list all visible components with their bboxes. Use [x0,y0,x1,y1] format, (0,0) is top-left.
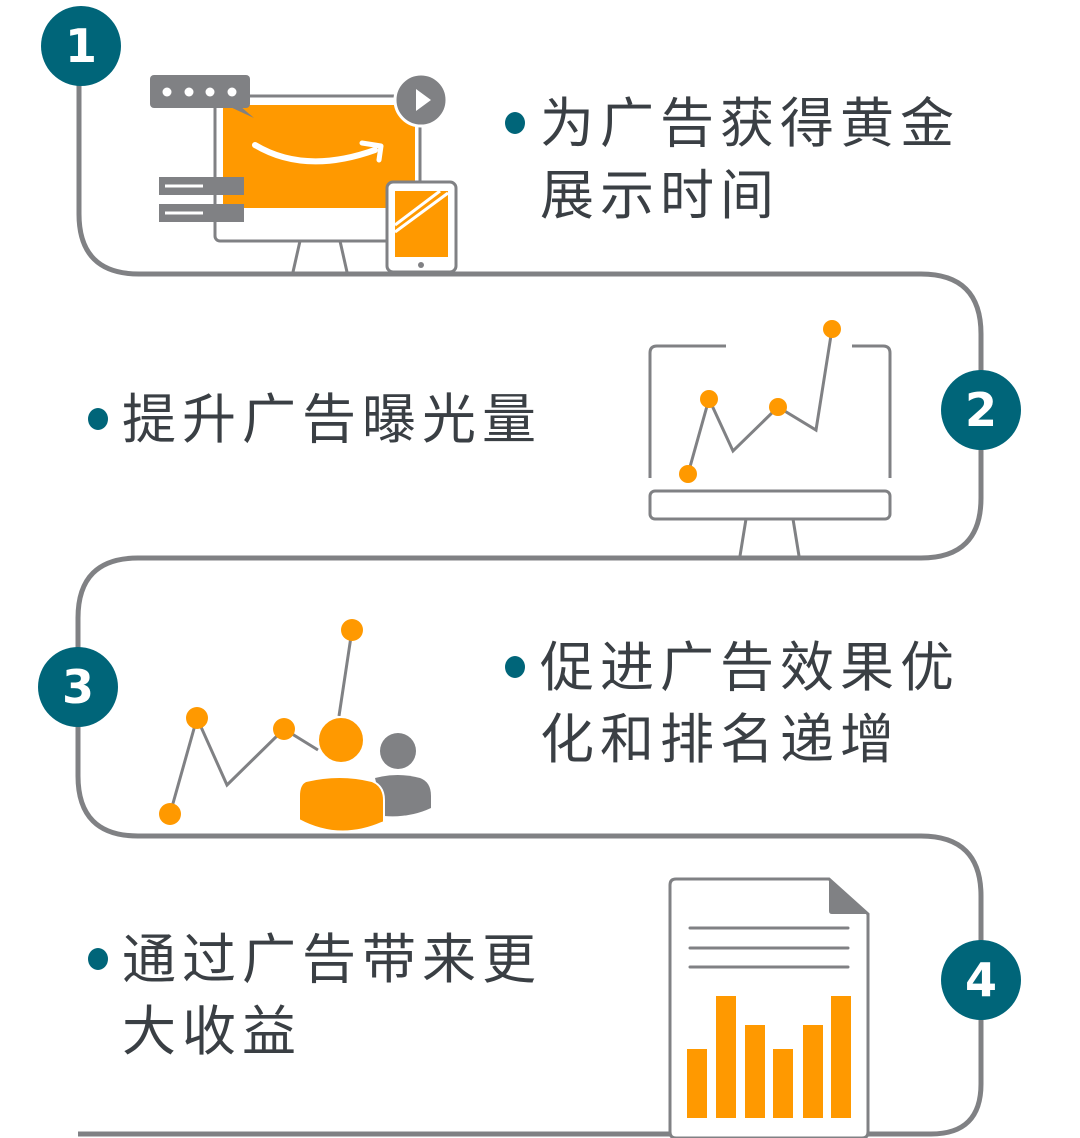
step-3-text: 促进广告效果优 化和排名递增 [540,632,960,776]
step-1-number: 1 [64,19,97,73]
step-3-bullet [505,656,525,678]
step-1-line-1: 为广告获得黄金 [540,92,960,155]
step-1-line-2: 展示时间 [540,164,780,227]
step-3-number: 3 [61,660,94,714]
step-1-bullet [505,112,525,134]
step-4-number: 4 [964,953,997,1007]
step-4-line-1: 通过广告带来更 [122,928,542,991]
report-bar-chart-icon [668,877,870,1138]
step-3-line-1: 促进广告效果优 [540,636,960,699]
monitor-line-chart-icon [648,320,892,557]
step-4-text: 通过广告带来更 大收益 [122,924,542,1068]
step-2-text: 提升广告曝光量 [122,384,542,456]
step-2-badge: 2 [941,370,1021,450]
audience-growth-chart-icon [159,619,431,833]
step-4-badge: 4 [941,940,1021,1020]
step-4-line-2: 大收益 [122,1000,302,1063]
monitor-amazon-ad-icon [150,72,458,274]
step-2-number: 2 [964,383,997,437]
step-2-bullet [88,408,108,430]
step-1-text: 为广告获得黄金 展示时间 [540,88,960,232]
step-2-line-1: 提升广告曝光量 [122,388,542,451]
step-1-badge: 1 [41,6,121,86]
step-4-bullet [88,948,108,970]
step-3-line-2: 化和排名递增 [540,708,900,771]
step-3-badge: 3 [38,647,118,727]
